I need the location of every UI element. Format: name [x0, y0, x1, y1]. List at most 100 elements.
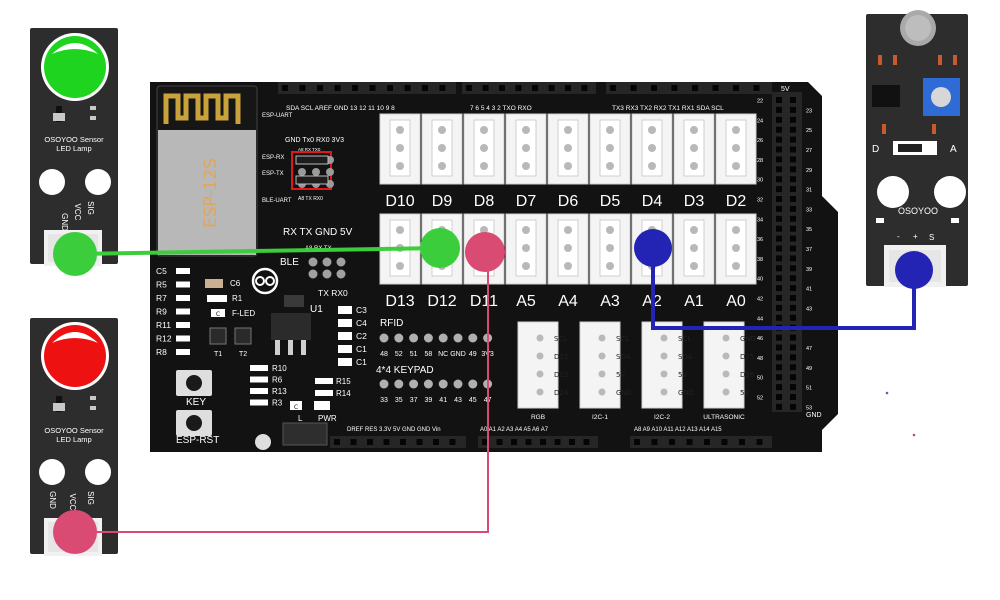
- header-hole: [776, 334, 782, 341]
- header-hole: [352, 85, 358, 91]
- header-hole: [671, 85, 678, 91]
- shield-can: [158, 130, 256, 255]
- header-hole: [692, 85, 698, 91]
- green-lamp-pin-gnd: GND: [60, 213, 69, 231]
- right-header-number: 35: [806, 227, 812, 233]
- module-pin-label: GND: [616, 389, 632, 397]
- digital-connector-d2[interactable]: [715, 113, 757, 185]
- u1-label: U1: [310, 304, 323, 315]
- keypad-pin-label: 43: [454, 397, 462, 404]
- digital-connector-d5[interactable]: [589, 113, 631, 185]
- header-hole: [776, 403, 782, 410]
- module-connectors: SCLD22D23D24RGBSCLSDA5VGNDI2C-1SCLSDA5VG…: [517, 321, 756, 421]
- header-hole: [790, 314, 796, 321]
- right-header-number: 43: [806, 306, 812, 312]
- analog-connector-a4[interactable]: [547, 213, 589, 285]
- header-hole: [776, 384, 782, 391]
- module-rgb[interactable]: [517, 321, 559, 409]
- header-hole: [753, 85, 760, 91]
- jumper-pin: [326, 168, 334, 176]
- digital-connector-d4[interactable]: [631, 113, 673, 185]
- header-hole: [776, 275, 782, 282]
- rfid-pin: [438, 333, 448, 343]
- header-hole: [790, 384, 796, 391]
- digital-connector-d3[interactable]: [673, 113, 715, 185]
- keypad-pin: [453, 379, 463, 389]
- green-led-lamp-module: OSOYOO Sensor LED Lamp GND VCC SIG: [30, 28, 118, 266]
- module-i2c-2[interactable]: [641, 321, 683, 409]
- right-header-number: 50: [757, 376, 763, 382]
- header-hole: [776, 186, 782, 193]
- ble-pin: [336, 257, 346, 267]
- module-pin-label: D26: [740, 371, 755, 379]
- keypad-pin-label: 33: [380, 397, 388, 404]
- digital-connector-d6[interactable]: [547, 113, 589, 185]
- header-hole: [776, 394, 782, 400]
- right-header-number: 31: [806, 188, 812, 194]
- analog-label: D13: [385, 293, 414, 310]
- header-hole: [496, 439, 503, 445]
- header-hole: [776, 344, 782, 351]
- pwr-label: PWR: [318, 414, 337, 423]
- d11-connection-dot: [465, 232, 505, 272]
- header-hole: [651, 85, 657, 91]
- right-header-number: 47: [806, 346, 812, 352]
- header-hole: [367, 439, 373, 445]
- header-hole: [466, 85, 472, 91]
- rfid-pin-label: NC: [438, 351, 448, 358]
- ble-pin: [322, 257, 332, 267]
- esp-rx-label: ESP-RX: [262, 155, 284, 161]
- right-header-number: 37: [806, 247, 812, 253]
- analog-connector-a3[interactable]: [589, 213, 631, 285]
- smd-part: [250, 376, 268, 383]
- jumper-cap[interactable]: [295, 155, 329, 165]
- analog-connector-a5[interactable]: [505, 213, 547, 285]
- digital-connector-d10[interactable]: [379, 113, 421, 185]
- module-pin-label: D25: [740, 353, 754, 361]
- serial-label: RX TX GND 5V: [283, 227, 353, 238]
- t1-label: T1: [214, 351, 222, 358]
- digital-connector-d7[interactable]: [505, 113, 547, 185]
- module-label: ESP-12S: [201, 158, 221, 228]
- header-hole: [790, 205, 796, 212]
- header-hole: [581, 85, 588, 91]
- header-hole: [669, 439, 675, 445]
- keypad-label: 4*4 KEYPAD: [376, 365, 434, 376]
- digital-connector-d8[interactable]: [463, 113, 505, 185]
- smd-part: [250, 365, 268, 371]
- header-hole: [790, 196, 796, 202]
- ble-pin: [308, 257, 318, 267]
- header-hole: [776, 97, 782, 103]
- top-label-middle: 7 6 5 4 3 2 TXO RXO: [470, 105, 532, 112]
- right-header-number: 40: [757, 277, 763, 283]
- smd-part: [338, 306, 352, 314]
- module-ultrasonic[interactable]: [703, 321, 745, 409]
- header-hole: [790, 215, 796, 222]
- analog-label: A5: [516, 293, 536, 310]
- header-hole: [776, 156, 782, 163]
- header-hole: [548, 85, 555, 91]
- red-lamp-caption-1: OSOYOO Sensor: [44, 426, 104, 435]
- right-header-number: 29: [806, 168, 812, 174]
- header-hole: [554, 439, 561, 445]
- header-hole: [790, 334, 796, 341]
- module-label: ULTRASONIC: [703, 414, 745, 421]
- jumper-cap[interactable]: [295, 175, 329, 185]
- header-hole: [776, 245, 782, 252]
- red-lamp-mount-hole-right: [85, 459, 111, 485]
- analog-connector-a1[interactable]: [673, 213, 715, 285]
- smd-part: [176, 322, 190, 328]
- esp-rst-label: ESP-RST: [176, 435, 219, 446]
- header-hole: [790, 265, 796, 272]
- digital-label: D4: [642, 193, 663, 210]
- header-hole: [776, 235, 782, 242]
- digital-connector-d9[interactable]: [421, 113, 463, 185]
- keypad-pin: [394, 379, 404, 389]
- rfid-label: RFID: [380, 318, 403, 329]
- module-i2c-1[interactable]: [579, 321, 621, 409]
- analog-connector-a0[interactable]: [715, 213, 757, 285]
- component-label: R11: [156, 320, 171, 330]
- module-pin-label: SCL: [554, 335, 567, 343]
